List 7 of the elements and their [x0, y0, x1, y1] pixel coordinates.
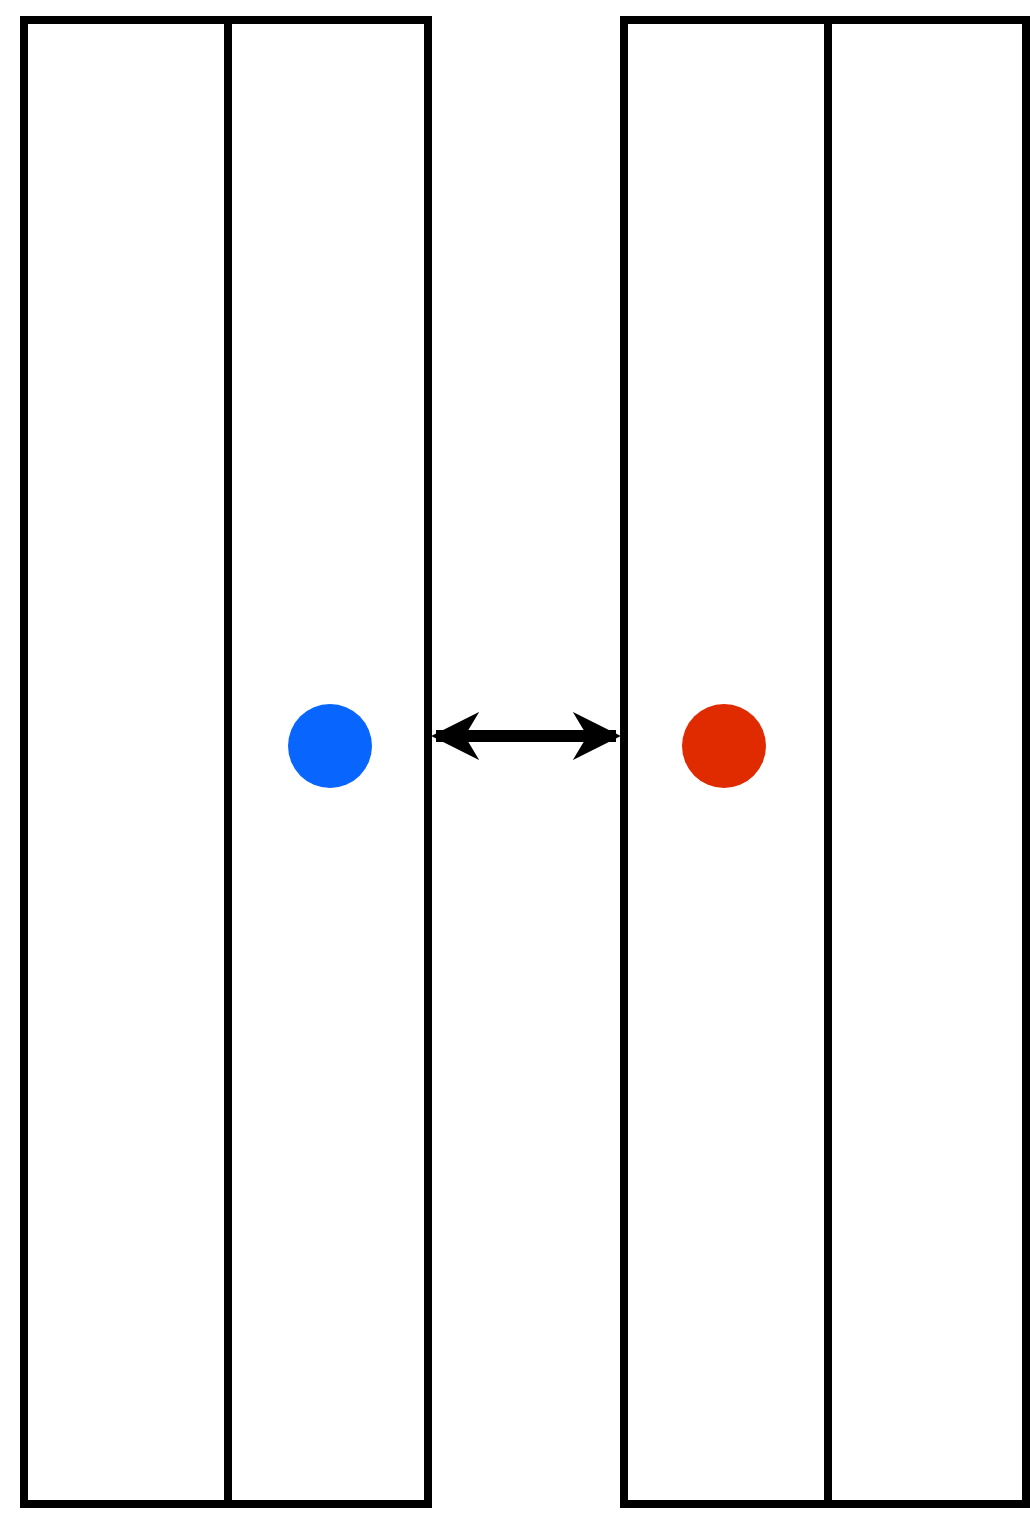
column-panel: [232, 16, 432, 1508]
dot: [682, 704, 766, 788]
column-panel: [832, 16, 1030, 1508]
column-panel: [620, 16, 832, 1508]
column-panel: [20, 16, 232, 1508]
double-arrow: [431, 712, 621, 760]
dot: [288, 704, 372, 788]
